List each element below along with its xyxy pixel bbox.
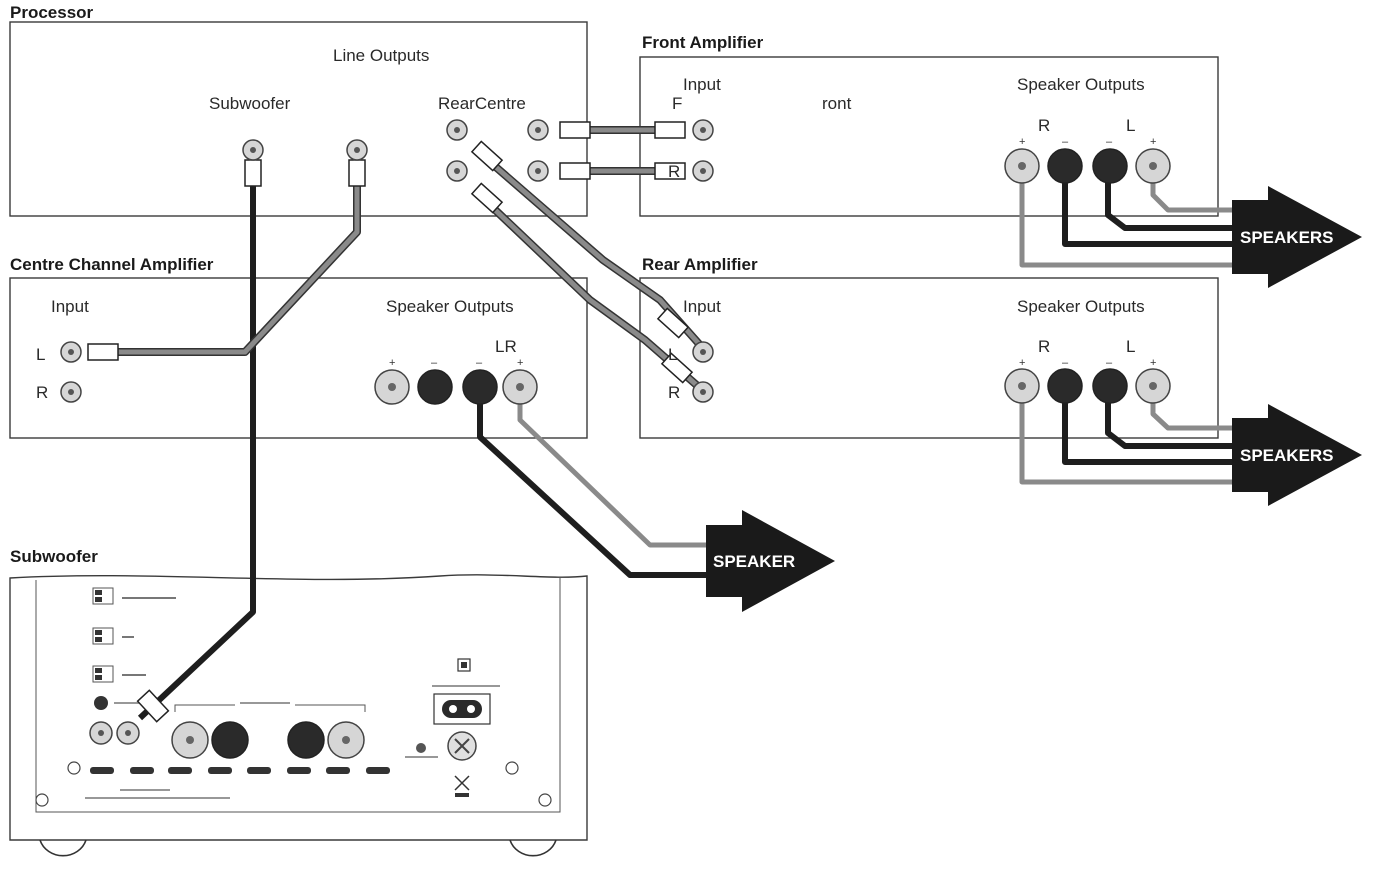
front-speakers-arrow-label: SPEAKERS: [1240, 228, 1334, 247]
rear-input-l-label: L: [668, 345, 677, 364]
front-amplifier-title: Front Amplifier: [642, 33, 764, 52]
svg-text:–: –: [1106, 357, 1113, 369]
front-speaker-outputs-label: Speaker Outputs: [1017, 75, 1145, 94]
front-input-f-label: F: [672, 94, 682, 113]
rear-amp-input-jacks: [692, 341, 714, 403]
centre-input-label: Input: [51, 297, 89, 316]
centre-input-l-label: L: [36, 345, 45, 364]
svg-text:–: –: [1062, 136, 1069, 148]
svg-text:–: –: [1106, 136, 1113, 148]
centre-input-r-label: R: [36, 383, 48, 402]
svg-text:–: –: [431, 357, 438, 369]
front-channel-l-label: L: [1126, 116, 1135, 135]
centre-amplifier-title: Centre Channel Amplifier: [10, 255, 214, 274]
processor-box: [9, 21, 588, 217]
cable-front-speakers: [1019, 166, 1240, 268]
centre-amp-input-jacks: [60, 341, 82, 403]
line-outputs-label: Line Outputs: [333, 46, 429, 65]
processor-title: Processor: [10, 3, 94, 22]
front-speakers-arrow: SPEAKERS: [1232, 186, 1362, 288]
rear-input-label: Input: [683, 297, 721, 316]
front-input-r-label: R: [668, 162, 680, 181]
svg-text:+: +: [389, 357, 395, 369]
polarity-marks: + – – + + – – + + – – +: [389, 136, 1156, 369]
rear-amplifier-box: [639, 277, 1219, 439]
processor-rear-centre-label: RearCentre: [438, 94, 526, 113]
centre-speaker-terminals: [374, 369, 538, 405]
rear-input-r-label: R: [668, 383, 680, 402]
rear-amplifier-title: Rear Amplifier: [642, 255, 758, 274]
rear-channel-r-label: R: [1038, 337, 1050, 356]
foot-left: [39, 839, 87, 857]
cable-front-2: [559, 162, 686, 180]
rear-speakers-arrow-label: SPEAKERS: [1240, 446, 1334, 465]
cable-centre-input: [87, 159, 366, 361]
front-input-ront-label: ront: [822, 94, 852, 113]
front-input-label: Input: [683, 75, 721, 94]
centre-speaker-arrow-label: SPEAKER: [713, 552, 795, 571]
rear-channel-l-label: L: [1126, 337, 1135, 356]
svg-text:+: +: [1150, 357, 1156, 369]
svg-text:–: –: [1062, 357, 1069, 369]
front-amp-input-jacks: [692, 119, 714, 182]
subwoofer-unit: [9, 574, 588, 857]
centre-channel-lr-label: LR: [495, 337, 517, 356]
svg-text:+: +: [517, 357, 523, 369]
svg-text:–: –: [476, 357, 483, 369]
front-speaker-terminals: [1004, 148, 1171, 184]
rear-speaker-terminals: [1004, 368, 1171, 404]
cable-subwoofer: [136, 159, 262, 723]
rear-speaker-outputs-label: Speaker Outputs: [1017, 297, 1145, 316]
svg-text:+: +: [1019, 357, 1025, 369]
centre-speaker-outputs-label: Speaker Outputs: [386, 297, 514, 316]
cable-front-1: [559, 121, 686, 139]
processor-subwoofer-label: Subwoofer: [209, 94, 291, 113]
svg-text:+: +: [1019, 136, 1025, 148]
subwoofer-title: Subwoofer: [10, 547, 98, 566]
front-channel-r-label: R: [1038, 116, 1050, 135]
foot-right: [509, 839, 557, 857]
rear-speakers-arrow: SPEAKERS: [1232, 404, 1362, 506]
cable-rear-1: [470, 140, 703, 348]
cable-rear-2: [470, 182, 703, 392]
processor-jacks: [242, 119, 549, 182]
svg-text:+: +: [1150, 136, 1156, 148]
centre-speaker-arrow: SPEAKER: [706, 510, 835, 612]
front-amplifier-box: [639, 56, 1219, 217]
